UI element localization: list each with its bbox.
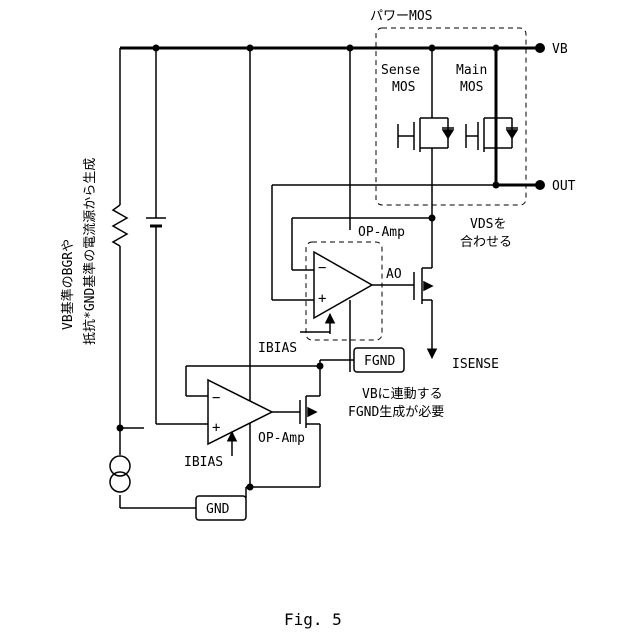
sense-pmos-symbol [412,218,432,335]
vertical-text-1: VB基準のBGRや [60,239,76,330]
top-opamp-minus: − [318,260,326,276]
vb-rail [120,43,545,53]
bottom-opamp-minus: − [212,390,220,406]
reference-source-wire [146,48,208,424]
bottom-opamp-label: OP-Amp [258,431,305,446]
power-mos-label: パワーMOS [370,9,432,24]
bottom-ibias-label: IBIAS [184,455,223,470]
figure-caption: Fig. 5 [284,610,342,629]
fgnd-label: FGND [364,354,395,369]
vds-label-1: VDSを [470,217,506,232]
gnd-label: GND [206,502,230,517]
power-mos-box [376,28,526,205]
ao-label: AO [386,267,402,282]
out-terminal [535,180,545,190]
vb-link-label-2: FGND生成が必要 [348,405,444,420]
left-supply-wire [113,48,196,508]
top-ibias-label: IBIAS [258,341,297,356]
svg-text:VB基準のBGRや: VB基準のBGRや [60,239,76,330]
out-label: OUT [552,179,576,194]
bottom-opamp-plus: + [212,420,220,436]
main-mos-label: MOS [460,80,483,95]
vb-link-label-1: VBに連動する [362,387,443,402]
vertical-text-2: 抵抗*GND基準の電流源から生成 [82,158,98,345]
gnd-wire [246,487,320,498]
top-opamp-plus: + [318,291,326,307]
top-opamp-label: OP-Amp [358,225,405,240]
out-rail [493,48,546,190]
current-source-symbol [110,456,130,492]
svg-text:抵抗*GND基準の電流源から生成: 抵抗*GND基準の電流源から生成 [82,158,98,345]
isense-label: ISENSE [452,357,499,372]
vb-label: VB [552,42,568,57]
sense-mos-label: MOS [392,80,415,95]
main-label: Main [456,63,487,78]
sense-label: Sense [381,63,420,78]
vb-terminal [535,43,545,53]
vds-label-2: 合わせる [460,235,512,250]
